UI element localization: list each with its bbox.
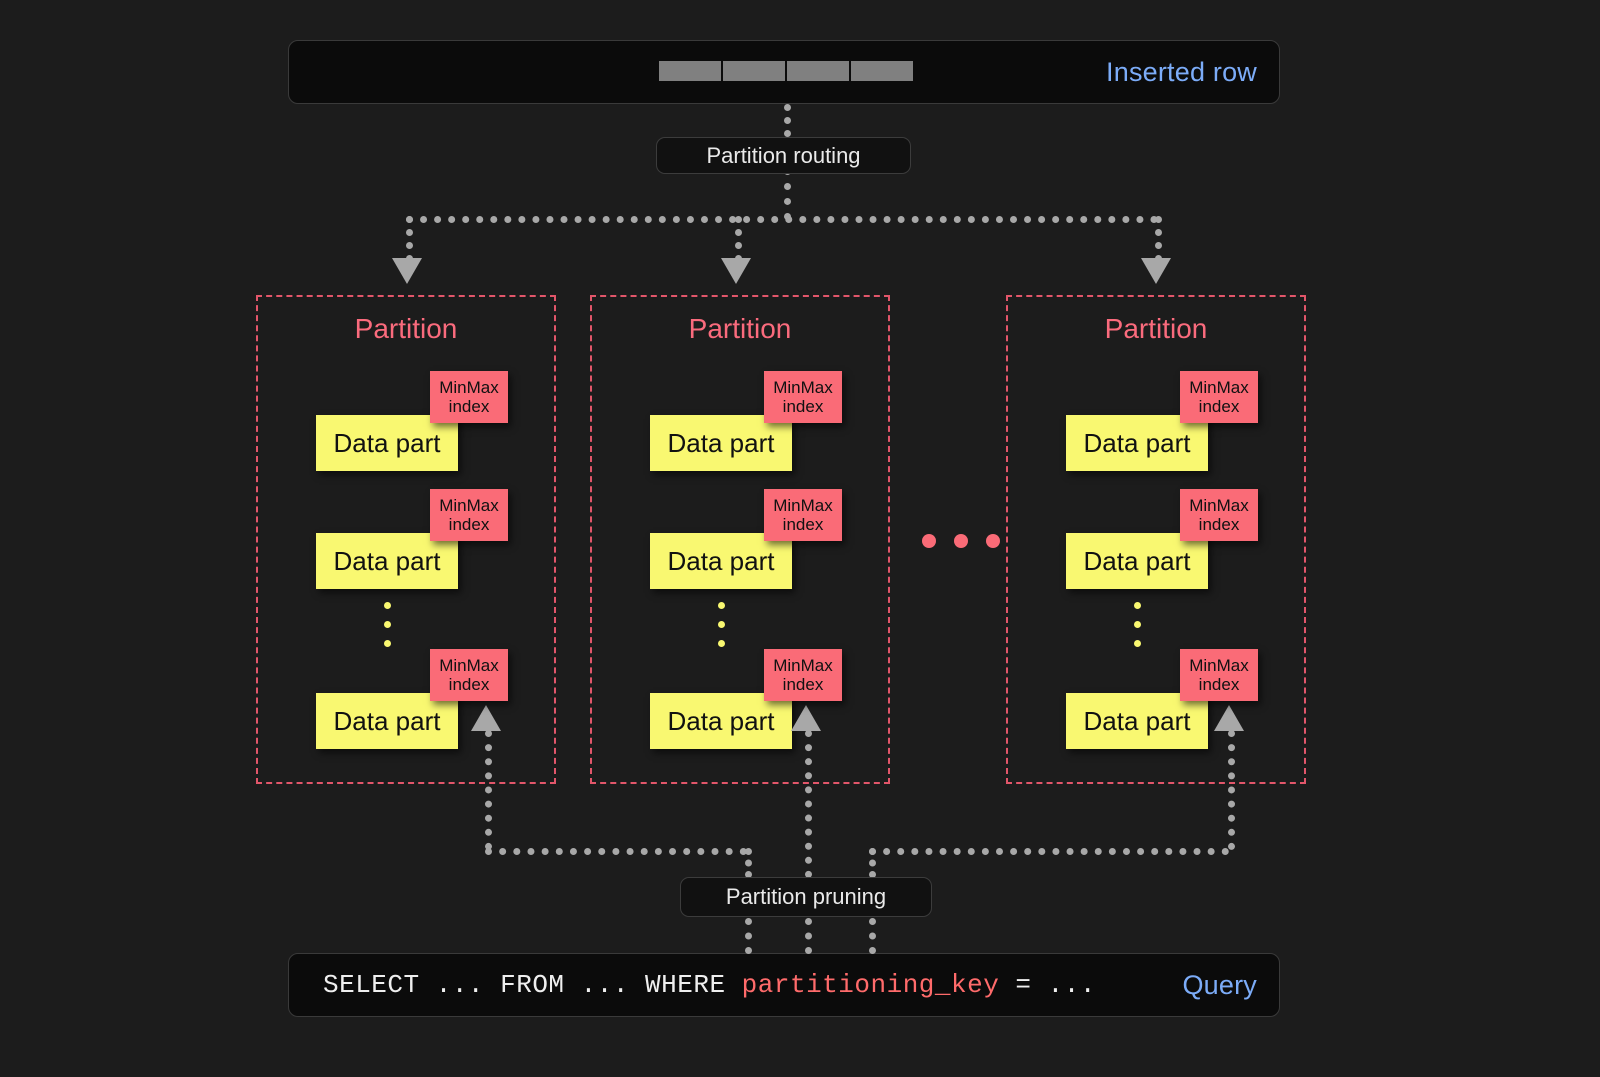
data-part-box[interactable]: Data part [650, 533, 792, 589]
partitions-ellipsis [922, 534, 1000, 548]
connector-pruning-to-query-1 [745, 918, 752, 954]
connector-pruning-bus-left [485, 848, 747, 855]
arrow-down-partition-3 [1141, 258, 1171, 284]
data-part-box[interactable]: Data part [1066, 533, 1208, 589]
connector-partition-1-to-pruning [485, 730, 492, 850]
connector-bus-left-drop [745, 848, 752, 878]
connector-bus-to-partition-1 [406, 216, 413, 262]
connector-partition-2-to-pruning [805, 730, 812, 878]
connector-row-to-routing [784, 104, 791, 137]
connector-bus-to-partition-2 [735, 216, 742, 262]
connector-pruning-to-query-2 [805, 918, 812, 954]
arrow-up-partition-3 [1214, 705, 1244, 731]
ellipsis-dot [384, 602, 391, 609]
partition-title: Partition [1104, 313, 1208, 344]
partition-title: Partition [354, 313, 458, 344]
data-part-box[interactable]: Data part [1066, 693, 1208, 749]
connector-routing-to-bus [784, 138, 791, 220]
data-part-box[interactable]: Data part [650, 693, 792, 749]
query-keyword: partitioning_key [741, 970, 1000, 1000]
arrow-down-partition-2 [721, 258, 751, 284]
ellipsis-dot [922, 534, 936, 548]
query-label: Query [1182, 970, 1257, 1000]
row-cell [787, 61, 849, 81]
row-cell [851, 61, 913, 81]
row-cell [659, 61, 721, 81]
connector-bus-to-partition-3 [1155, 216, 1162, 262]
data-part-box[interactable]: Data part [316, 693, 458, 749]
connector-bus-right-drop [869, 848, 876, 878]
parts-ellipsis [1134, 602, 1141, 647]
connector-pruning-bus-right [869, 848, 1229, 855]
arrow-up-partition-2 [791, 705, 821, 731]
arrow-down-partition-1 [392, 258, 422, 284]
inserted-row-label: Inserted row [1106, 57, 1257, 87]
partition-pruning-box[interactable]: Partition pruning [680, 877, 932, 917]
data-part-box[interactable]: Data part [316, 415, 458, 471]
connector-routing-bus [406, 216, 1158, 223]
row-cell [723, 61, 785, 81]
ellipsis-dot [1134, 621, 1141, 628]
partition-routing-box[interactable]: Partition routing [656, 137, 911, 174]
ellipsis-dot [954, 534, 968, 548]
inserted-row-cells [659, 61, 913, 81]
data-part-box[interactable]: Data part [316, 533, 458, 589]
parts-ellipsis [384, 602, 391, 647]
ellipsis-dot [986, 534, 1000, 548]
connector-pruning-to-query-3 [869, 918, 876, 954]
ellipsis-dot [1134, 602, 1141, 609]
ellipsis-dot [718, 602, 725, 609]
ellipsis-dot [718, 621, 725, 628]
query-prefix: SELECT ... FROM ... WHERE [323, 970, 742, 1000]
data-part-box[interactable]: Data part [650, 415, 792, 471]
ellipsis-dot [384, 640, 391, 647]
query-suffix: = ... [999, 970, 1096, 1000]
inserted-row-bar: Inserted row [288, 40, 1280, 104]
arrow-up-partition-1 [471, 705, 501, 731]
data-part-box[interactable]: Data part [1066, 415, 1208, 471]
ellipsis-dot [718, 640, 725, 647]
ellipsis-dot [1134, 640, 1141, 647]
ellipsis-dot [384, 621, 391, 628]
connector-partition-3-to-pruning [1228, 730, 1235, 850]
query-text: SELECT ... FROM ... WHERE partitioning_k… [323, 970, 1096, 1000]
parts-ellipsis [718, 602, 725, 647]
partition-title: Partition [688, 313, 792, 344]
query-bar: SELECT ... FROM ... WHERE partitioning_k… [288, 953, 1280, 1017]
